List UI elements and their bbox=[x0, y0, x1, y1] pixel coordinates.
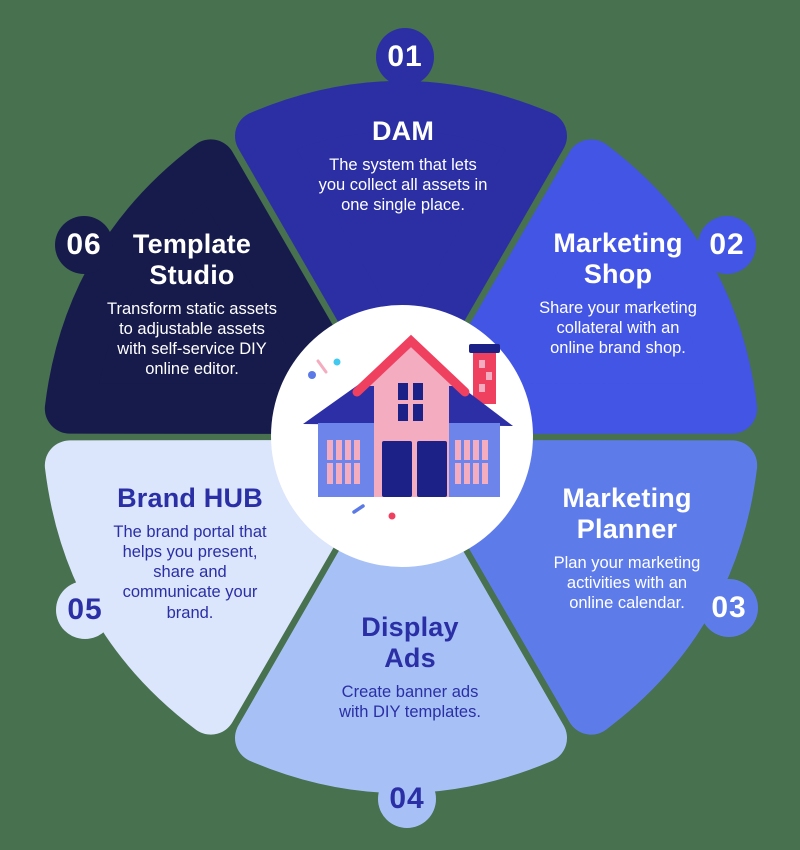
confetti-blue-dash bbox=[352, 504, 365, 514]
doors bbox=[382, 441, 447, 497]
house-icon bbox=[303, 334, 513, 520]
confetti-cyan-dot bbox=[333, 358, 341, 366]
side-windows bbox=[327, 440, 488, 484]
badge-circle-03 bbox=[700, 579, 758, 637]
gable-windows bbox=[398, 383, 423, 421]
badge-number-04: 04 bbox=[389, 782, 425, 815]
chimney-cap bbox=[469, 344, 500, 353]
chimney bbox=[473, 350, 496, 404]
confetti-pink-dash bbox=[316, 359, 328, 374]
badge-number-01: 01 bbox=[387, 40, 423, 73]
petal-shape-06 bbox=[44, 139, 378, 434]
chimney-bricks bbox=[479, 360, 492, 392]
petal-shape-03 bbox=[424, 440, 758, 735]
badge-number-03: 03 bbox=[711, 591, 747, 624]
badge-number-05: 05 bbox=[67, 593, 103, 626]
petal-shape-04 bbox=[235, 468, 567, 793]
roof-trim bbox=[352, 334, 470, 397]
badge-circle-01 bbox=[376, 28, 434, 86]
confetti-red-dot bbox=[388, 512, 396, 520]
badge-circle-02 bbox=[698, 216, 756, 274]
badge-number-06: 06 bbox=[66, 228, 102, 261]
petal-shape-05 bbox=[44, 440, 378, 735]
confetti-blue-dot bbox=[308, 371, 316, 379]
petal-shape-01 bbox=[235, 81, 567, 406]
petal-shape-02 bbox=[424, 139, 758, 434]
badge-number-02: 02 bbox=[709, 228, 745, 261]
badge-circle-06 bbox=[55, 216, 113, 274]
badge-circle-04 bbox=[378, 770, 436, 828]
badge-circle-05 bbox=[56, 581, 114, 639]
